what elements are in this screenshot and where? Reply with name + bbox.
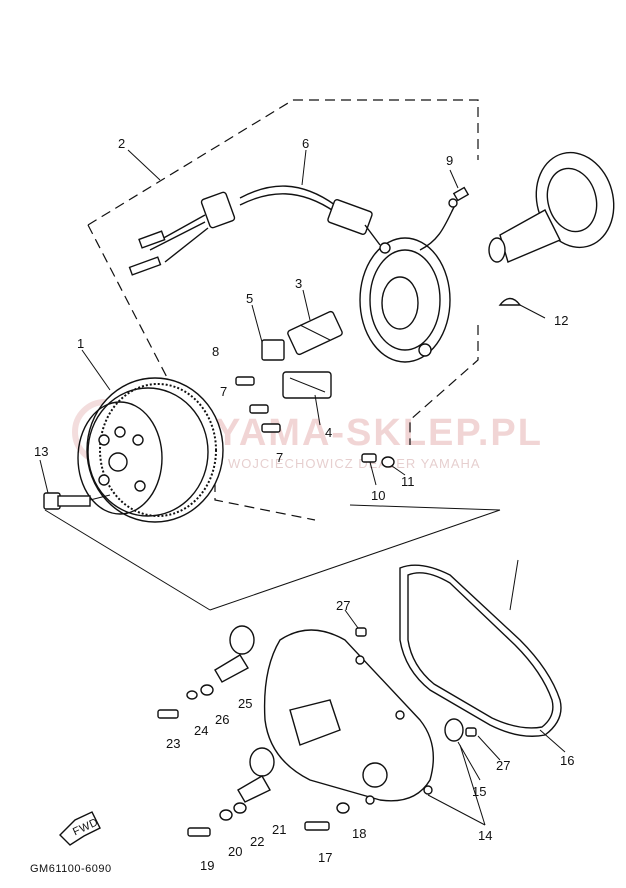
part-label: 7 <box>220 384 227 399</box>
part-label: 3 <box>295 276 302 291</box>
dowel-pin <box>444 718 464 742</box>
part-label: 19 <box>200 858 214 873</box>
part-label: 26 <box>215 712 229 727</box>
cover-gasket <box>399 564 562 737</box>
part-label: 10 <box>371 488 385 503</box>
part-label: 13 <box>34 444 48 459</box>
part-label: 25 <box>238 696 252 711</box>
part-label: 17 <box>318 850 332 865</box>
stator-base-plate <box>359 237 451 363</box>
part-label: 9 <box>446 153 453 168</box>
small-fasteners <box>157 684 350 837</box>
source-coil <box>261 339 285 361</box>
part-label: 27 <box>496 758 510 773</box>
part-label: 22 <box>250 834 264 849</box>
flywheel-rotor <box>77 377 224 523</box>
watermark: YAMA-SKLEP.PL WOJCIECHOWICZ DEALER YAMAH… <box>72 399 543 471</box>
pulser-coil <box>282 371 332 399</box>
part-label: 6 <box>302 136 309 151</box>
clamp-screw <box>361 453 395 468</box>
part-label: 12 <box>554 313 568 328</box>
part-leaders <box>39 149 566 826</box>
part-label: 2 <box>118 136 125 151</box>
crankcase-cover <box>263 629 435 805</box>
cable-clamp-upper <box>214 625 255 683</box>
part-label: 5 <box>246 291 253 306</box>
lead-wire-harness <box>128 185 458 276</box>
part-label: 23 <box>166 736 180 751</box>
part-label: 21 <box>272 822 286 837</box>
wire-screw <box>452 186 470 202</box>
part-label: 8 <box>212 344 219 359</box>
part-label: 24 <box>194 723 208 738</box>
diagram-code: GM61100-6090 <box>30 863 112 875</box>
stator-screws <box>235 376 281 433</box>
rotor-bolt <box>43 492 111 510</box>
part-label: 4 <box>325 425 332 440</box>
fwd-arrow-icon: FWD <box>59 811 101 846</box>
crankshaft-sleeve <box>488 151 615 263</box>
woodruff-key <box>498 297 546 319</box>
part-label: 27 <box>336 598 350 613</box>
part-label: 11 <box>401 474 415 489</box>
part-label: 15 <box>472 784 486 799</box>
cover-bolt-27 <box>355 627 477 737</box>
part-label: 1 <box>77 336 84 351</box>
part-label: 7 <box>276 450 283 465</box>
part-label: 18 <box>352 826 366 841</box>
watermark-sub: WOJCIECHOWICZ DEALER YAMAHA <box>228 456 481 471</box>
part-label: 20 <box>228 844 242 859</box>
leader-lines <box>44 504 519 611</box>
cable-clamp-lower <box>237 747 275 803</box>
part-labels: 1 2 3 4 5 6 7 7 8 9 10 11 12 13 14 15 16… <box>34 136 574 873</box>
watermark-main: YAMA-SKLEP.PL <box>215 412 543 454</box>
part-label: 16 <box>560 753 574 768</box>
charge-coil <box>287 310 343 356</box>
part-label: 14 <box>478 828 492 843</box>
